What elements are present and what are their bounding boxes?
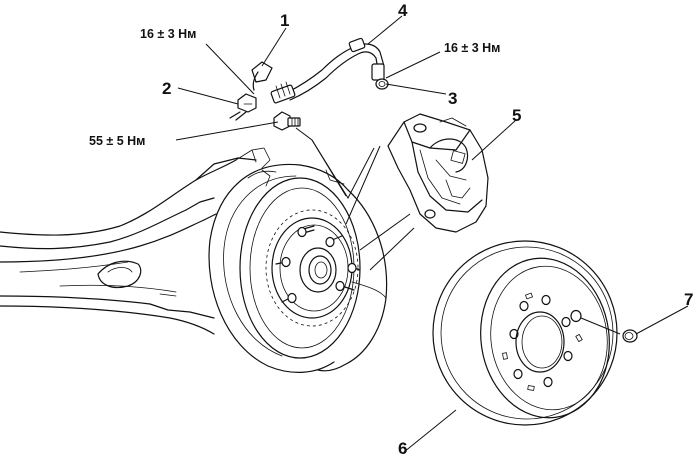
backing-plate <box>208 163 388 373</box>
callout-3: 3 <box>448 89 457 108</box>
callout-numbers: 1 2 3 4 5 6 7 <box>162 1 693 457</box>
callout-4: 4 <box>398 1 408 20</box>
callout-6: 6 <box>398 439 407 457</box>
torque-label-brake-hose-bolt: 16 ± 3 Нм <box>140 27 196 41</box>
brake-disc <box>432 240 621 426</box>
brake-hose-clip <box>251 61 273 91</box>
rear-axle-beam <box>0 147 277 335</box>
caliper-mounting-bolt <box>273 111 301 131</box>
callout-1: 1 <box>280 11 289 30</box>
assembly-guide-lines <box>295 127 415 271</box>
callout-leaders <box>175 15 689 453</box>
torque-label-brake-hose-union: 16 ± 3 Нм <box>444 41 500 55</box>
hose-clip-bolt <box>229 93 257 121</box>
brake-hose <box>270 37 389 104</box>
disc-vent-slots <box>502 292 583 391</box>
torque-label-caliper-bolt: 55 ± 5 Нм <box>89 134 145 148</box>
brake-caliper <box>387 113 489 233</box>
disc-lug-holes <box>509 294 573 388</box>
callout-2: 2 <box>162 79 171 98</box>
wheel-hub <box>265 209 361 327</box>
wheel-studs <box>275 225 361 304</box>
torque-labels: 16 ± 3 Нм 16 ± 3 Нм 55 ± 5 Нм <box>89 27 500 148</box>
wheel-nut <box>622 329 638 343</box>
callout-7: 7 <box>684 290 693 309</box>
callout-5: 5 <box>512 106 521 125</box>
